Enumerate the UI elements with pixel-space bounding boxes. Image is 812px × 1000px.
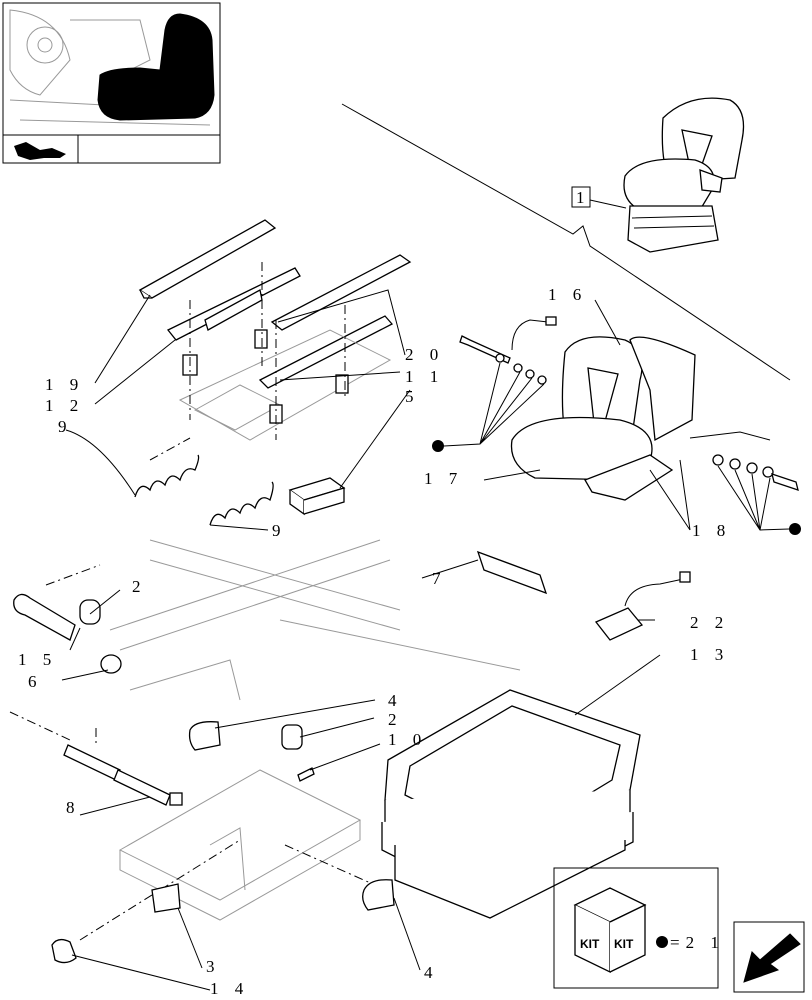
kit-bullet-left [432, 440, 444, 452]
label-2-upper: 2 [132, 577, 147, 596]
rubber-block-upper [188, 721, 221, 751]
label-19: 1 9 [45, 375, 84, 394]
label-6: 6 [28, 672, 43, 691]
shock-absorber [63, 744, 183, 806]
thumbnail-panel[interactable] [2, 2, 221, 164]
springs [134, 454, 274, 526]
label-4-lower: 4 [424, 963, 439, 982]
rubber-block-lower [362, 879, 395, 911]
base-frame [118, 769, 362, 921]
label-5: 5 [405, 387, 420, 406]
spacer-block [288, 477, 346, 516]
label-12: 1 2 [45, 396, 84, 415]
seat-upholstery [510, 336, 696, 501]
kit-tag-right: KIT [614, 937, 634, 951]
rail-7 [476, 550, 548, 595]
scissor-frame [109, 539, 521, 701]
sleeve-upper [281, 724, 303, 750]
kit-legend-bullet [656, 936, 668, 948]
pin-15 [13, 593, 76, 641]
complete-seat-illustration [623, 97, 745, 253]
label-4-upper: 4 [388, 691, 403, 710]
seat-silhouette [97, 13, 215, 121]
label-10: 1 0 [388, 730, 427, 749]
nav-arrow-button[interactable] [733, 921, 805, 993]
label-9-lower: 9 [272, 521, 287, 540]
kit-box-icon: KIT KIT [573, 887, 647, 974]
label-18: 1 8 [692, 521, 731, 540]
label-9-upper: 9 [58, 417, 73, 436]
label-20: 2 0 [405, 345, 444, 364]
label-8: 8 [66, 798, 81, 817]
label-17: 1 7 [424, 469, 463, 488]
kit-bullet-right [789, 523, 801, 535]
label-3: 3 [206, 957, 221, 976]
fastener-14 [51, 938, 77, 964]
label-11: 1 1 [405, 367, 444, 386]
kit-legend-box[interactable]: KIT KIT =2 1 [553, 867, 725, 989]
slide-rails-group [138, 219, 412, 441]
bolts-washers-right [712, 454, 799, 491]
thumbnail-nav-icon[interactable] [14, 142, 66, 160]
label-22: 2 2 [690, 613, 729, 632]
label-1: 1 [576, 188, 591, 207]
suspension-bellows [381, 689, 641, 919]
kit-tag-left: KIT [580, 937, 600, 951]
label-2-lower: 2 [388, 710, 403, 729]
cab-interior-sketch [9, 9, 211, 126]
label-7: 7 [432, 569, 447, 588]
cap-3 [151, 883, 181, 913]
label-13: 1 3 [690, 645, 729, 664]
seat-switch-harness [511, 316, 771, 441]
label-15: 1 5 [18, 650, 57, 669]
arrow-icon [743, 933, 801, 983]
bolts-washers-left [459, 335, 547, 385]
callout-1[interactable]: 1 [571, 186, 627, 209]
label-14: 1 4 [210, 979, 249, 998]
sensor-22 [594, 571, 691, 641]
label-16: 1 6 [548, 285, 587, 304]
kit-legend-ref: =2 1 [670, 933, 725, 952]
